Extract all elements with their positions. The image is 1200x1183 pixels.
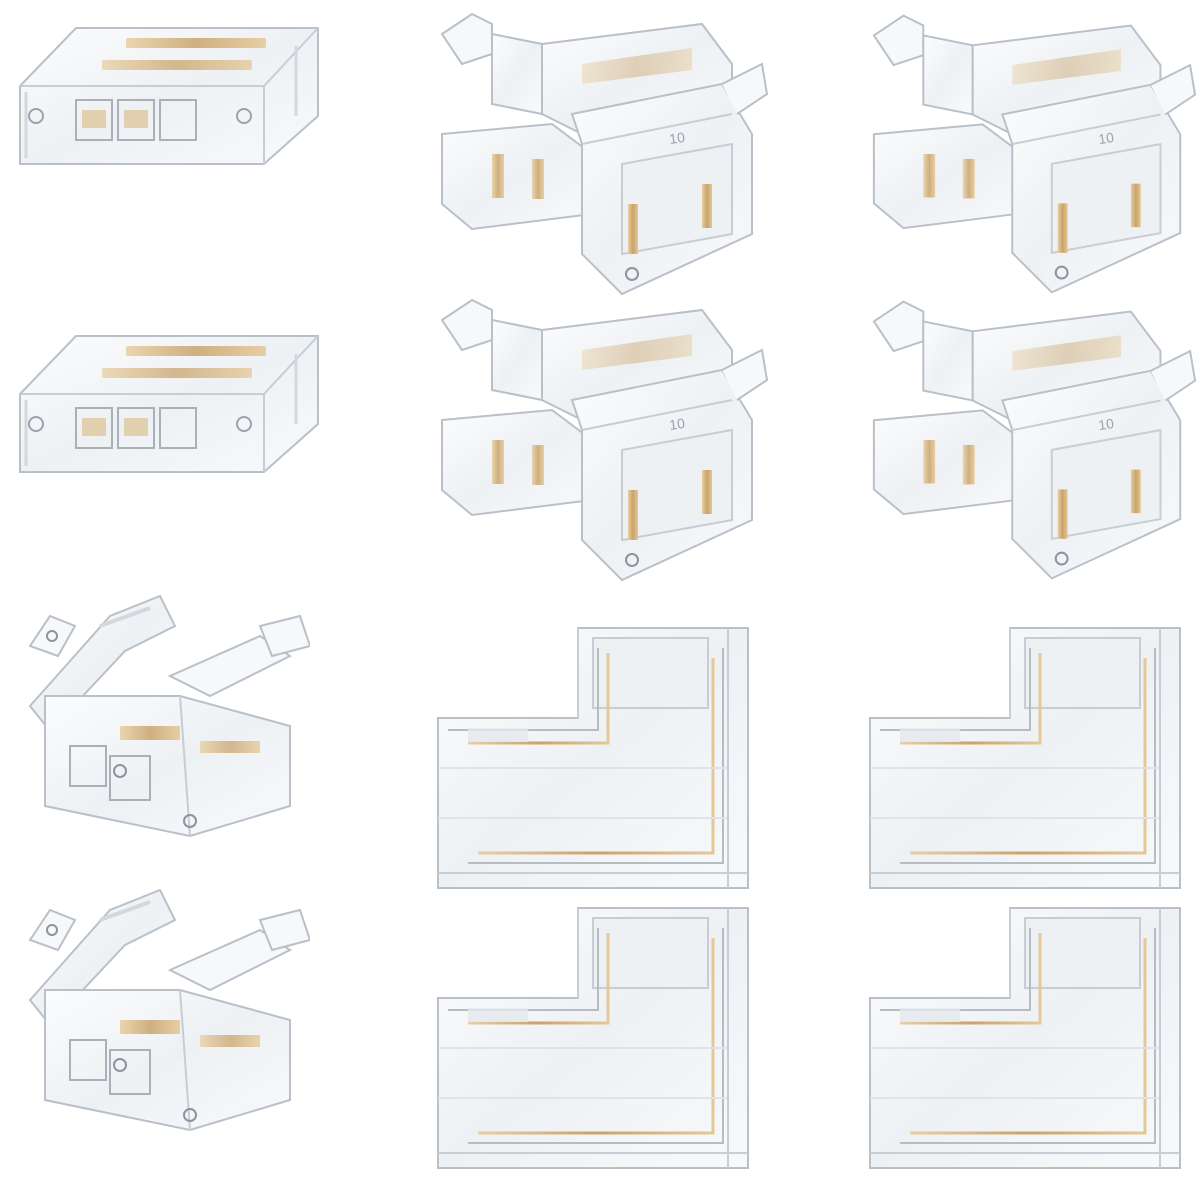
l-corner-connector-1	[428, 618, 758, 898]
straight-connector-open-2	[10, 850, 310, 1150]
l-corner-connector-2	[860, 618, 1190, 898]
l-corner-connector-4	[860, 898, 1190, 1178]
t-connector-4	[864, 290, 1200, 590]
straight-connector-open-1	[10, 556, 310, 856]
t-connector-1	[432, 4, 772, 304]
straight-connector-closed-1	[6, 16, 326, 176]
straight-connector-closed-2	[6, 284, 326, 524]
t-connector-3	[432, 290, 772, 590]
l-corner-connector-3	[428, 898, 758, 1178]
t-connector-2	[864, 4, 1200, 304]
